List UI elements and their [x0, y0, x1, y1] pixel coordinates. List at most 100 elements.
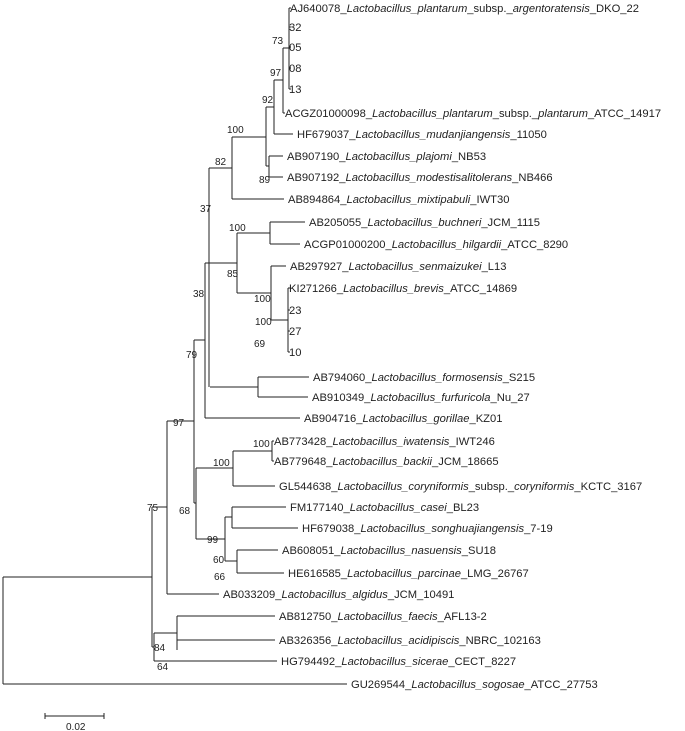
subspecies-name: plantarum — [537, 108, 588, 120]
accession: AB773428_ — [274, 436, 333, 448]
taxon-label: AB910349_Lactobacillus_furfuricola_Nu_27 — [312, 392, 530, 404]
accession: AB608051_ — [282, 545, 341, 557]
species-name: Lactobacillus_nasuensis — [340, 545, 462, 557]
taxon-label: AB794060_Lactobacillus_formosensis_S215 — [313, 372, 535, 384]
taxon-label: 23 — [289, 305, 301, 317]
species-name: Lactobacillus_hilgardii — [392, 239, 502, 251]
taxon-label: HF679038_Lactobacillus_songhuajiangensis… — [302, 523, 553, 535]
strain: _ATCC_8290 — [500, 239, 568, 251]
strain: _LMG_26767 — [460, 568, 529, 580]
species-name: Lactobacillus_songhuajiangensis — [360, 523, 524, 535]
bootstrap-value: 85 — [227, 269, 239, 280]
taxon-label: AB773428_Lactobacillus_iwatensis_IWT246 — [274, 436, 495, 448]
species-name: Lactobacillus_furfuricola — [370, 392, 490, 404]
species-name: Lactobacillus_sogosae — [411, 679, 524, 691]
strain: _S215 — [502, 372, 535, 384]
bootstrap-value: 82 — [215, 157, 227, 168]
bootstrap-value: 100 — [255, 317, 272, 328]
bootstrap-value: 100 — [253, 439, 270, 450]
taxon-label: 10 — [289, 347, 301, 359]
species-name: Lactobacillus_plantarum — [347, 3, 468, 15]
subspecies-name: coryniformis — [514, 481, 575, 493]
accession: AB033209_ — [223, 589, 282, 601]
taxon-label: 32 — [289, 22, 301, 34]
isolate-number: 05 — [289, 42, 301, 54]
bootstrap-value: 100 — [254, 294, 271, 305]
taxon-label: HE616585_Lactobacillus_parcinae_LMG_2676… — [288, 568, 529, 580]
species-name: Lactobacillus_plantarum — [372, 108, 493, 120]
species-name: Lactobacillus_backii — [332, 456, 432, 468]
species-name: Lactobacillus_mixtipabuli — [346, 194, 470, 206]
tree-branches — [2, 7, 347, 685]
species-name: Lactobacillus_senmaizukei — [348, 261, 482, 273]
taxon-label: AB894864_Lactobacillus_mixtipabuli_IWT30 — [288, 194, 509, 206]
bootstrap-value: 100 — [227, 125, 244, 136]
scale-bar-label: 0.02 — [66, 722, 86, 731]
taxon-label: AB907190_Lactobacillus_plajomi_NB53 — [287, 151, 486, 163]
bootstrap-value: 68 — [179, 506, 191, 517]
species-name: Lactobacillus_acidipiscis — [337, 635, 459, 647]
taxon-label: AB904716_Lactobacillus_gorillae_KZ01 — [304, 413, 502, 425]
taxon-label: AJ640078_Lactobacillus_plantarum_subsp._… — [290, 3, 639, 15]
strain: _ATCC_27753 — [524, 679, 598, 691]
taxon-label: GL544638_Lactobacillus_coryniformis_subs… — [279, 481, 642, 493]
bootstrap-value: 89 — [259, 175, 271, 186]
species-name: Lactobacillus_coryniformis — [337, 481, 469, 493]
subsp-marker: _subsp._ — [468, 481, 515, 493]
subsp-marker: _subsp._ — [466, 3, 513, 15]
accession: GL544638_ — [279, 481, 338, 493]
strain: _L13 — [481, 261, 507, 273]
taxon-label: AB033209_Lactobacillus_algidus_JCM_10491 — [223, 589, 454, 601]
bootstrap-value: 97 — [173, 418, 185, 429]
species-name: Lactobacillus_buchneri — [367, 217, 481, 229]
species-name: Lactobacillus_sicerae — [341, 656, 448, 668]
bootstrap-value: 92 — [262, 95, 274, 106]
isolate-number: 23 — [289, 305, 301, 317]
accession: AB297927_ — [290, 261, 349, 273]
taxon-label: 27 — [289, 326, 301, 338]
accession: HG794492_ — [281, 656, 342, 668]
isolate-number: 08 — [289, 63, 301, 75]
scale-bar: 0.02 — [44, 713, 105, 731]
bootstrap-values: 7397921008982371008510010069387910097100… — [147, 36, 284, 673]
taxon-label: AB608051_Lactobacillus_nasuensis_SU18 — [282, 545, 496, 557]
accession: AB205055_ — [309, 217, 368, 229]
strain: _NBRC_102163 — [458, 635, 540, 647]
strain: _KCTC_3167 — [573, 481, 642, 493]
bootstrap-value: 100 — [229, 223, 246, 234]
bootstrap-value: 97 — [270, 68, 282, 79]
bootstrap-value: 60 — [213, 555, 225, 566]
taxon-label: AB907192_Lactobacillus_modestisalitolera… — [287, 172, 553, 184]
taxon-label: HF679037_Lactobacillus_mudanjiangensis_1… — [297, 129, 547, 141]
subsp-marker: _subsp._ — [492, 108, 539, 120]
species-name: Lactobacillus_formosensis — [371, 372, 503, 384]
taxon-label: AB297927_Lactobacillus_senmaizukei_L13 — [290, 261, 506, 273]
species-name: Lactobacillus_plajomi — [345, 151, 452, 163]
accession: AB779648_ — [274, 456, 333, 468]
accession: AB812750_ — [279, 611, 338, 623]
strain: _JCM_10491 — [387, 589, 455, 601]
accession: HE616585_ — [288, 568, 348, 580]
bootstrap-value: 64 — [157, 662, 169, 673]
bootstrap-value: 69 — [254, 339, 266, 350]
strain: _DKO_22 — [589, 3, 639, 15]
bootstrap-value: 37 — [200, 204, 212, 215]
strain: _JCM_18665 — [431, 456, 499, 468]
strain: _NB53 — [451, 151, 486, 163]
accession: AB904716_ — [304, 413, 363, 425]
strain: _Nu_27 — [490, 392, 530, 404]
taxon-label: AB326356_Lactobacillus_acidipiscis_NBRC_… — [279, 635, 541, 647]
strain: _11050 — [509, 129, 547, 141]
bootstrap-value: 73 — [272, 36, 284, 47]
accession: HF679038_ — [302, 523, 361, 535]
accession: AB910349_ — [312, 392, 371, 404]
taxon-label: FM177140_Lactobacillus_casei_BL23 — [290, 502, 479, 514]
accession: ACGZ01000098_ — [285, 108, 373, 120]
isolate-number: 13 — [289, 84, 301, 96]
species-name: Lactobacillus_modestisalitolerans — [345, 172, 512, 184]
accession: FM177140_ — [290, 502, 350, 514]
taxon-labels: AJ640078_Lactobacillus_plantarum_subsp._… — [223, 3, 661, 691]
species-name: Lactobacillus_casei — [350, 502, 448, 514]
strain: _ATCC_14917 — [587, 108, 661, 120]
